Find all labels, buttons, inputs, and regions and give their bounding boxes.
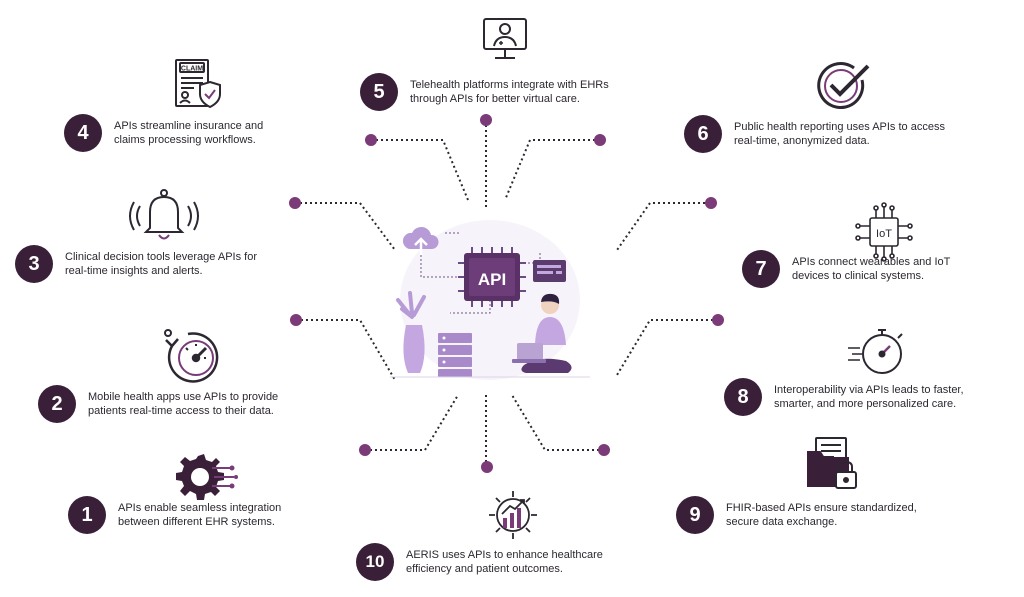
secure-folder-icon: [806, 436, 860, 497]
item-text-line: smarter, and more personalized care.: [774, 398, 957, 410]
item-5: 5 Telehealth platforms integrate with EH…: [360, 73, 609, 111]
item-text-line: efficiency and patient outcomes.: [406, 563, 563, 575]
speedometer-icon: [158, 326, 228, 389]
telehealth-monitor-icon: [480, 16, 530, 71]
item-8: 8 Interoperability via APIs leads to fas…: [724, 378, 964, 416]
gear-growth-icon: [486, 488, 540, 547]
item-text-line: Clinical decision tools leverage APIs fo…: [65, 251, 257, 263]
connector-dot: [594, 134, 606, 146]
connector-dot: [359, 444, 371, 456]
number-badge: 2: [38, 385, 76, 423]
number-badge: 1: [68, 496, 106, 534]
server-stack-icon: [438, 333, 472, 377]
item-text-line: through APIs for better virtual care.: [410, 93, 580, 105]
iot-chip-icon: IoT: [854, 202, 914, 267]
item-text-line: devices to clinical systems.: [792, 270, 925, 282]
number-badge: 3: [15, 245, 53, 283]
cloud-upload-icon: [402, 226, 439, 255]
bell-icon: [126, 188, 202, 251]
connector-dot: [598, 444, 610, 456]
number-badge: 4: [64, 114, 102, 152]
item-text-line: FHIR-based APIs ensure standardized,: [726, 502, 917, 514]
item-10: 10 AERIS uses APIs to enhance healthcare…: [356, 543, 603, 581]
svg-text:IoT: IoT: [876, 228, 892, 240]
connector-dot: [705, 197, 717, 209]
item-text-line: Interoperability via APIs leads to faste…: [774, 384, 964, 396]
connector-dot: [480, 114, 492, 126]
item-2: 2 Mobile health apps use APIs to provide…: [38, 385, 278, 423]
item-3: 3 Clinical decision tools leverage APIs …: [15, 245, 257, 283]
central-api-illustration: API: [390, 205, 590, 385]
item-text-line: Telehealth platforms integrate with EHRs: [410, 79, 609, 91]
api-chip-icon: [458, 247, 526, 307]
number-badge: 5: [360, 73, 398, 111]
number-badge: 8: [724, 378, 762, 416]
number-badge: 10: [356, 543, 394, 581]
item-text-line: AERIS uses APIs to enhance healthcare: [406, 549, 603, 561]
connector-dot: [712, 314, 724, 326]
item-text-line: real-time insights and alerts.: [65, 265, 203, 277]
connector-dot: [481, 461, 493, 473]
item-1: 1 APIs enable seamless integration betwee…: [68, 496, 281, 534]
item-text-line: real-time, anonymized data.: [734, 135, 870, 147]
api-chip-label: API: [477, 270, 507, 289]
item-text-line: between different EHR systems.: [118, 516, 275, 528]
claim-form-icon: CLAIM: [172, 58, 224, 117]
item-6: 6 Public health reporting uses APIs to a…: [684, 115, 945, 153]
item-text-line: APIs streamline insurance and: [114, 120, 264, 132]
plant-vase-icon: [396, 291, 426, 373]
fast-timer-icon: [846, 326, 908, 385]
person-laptop-icon: [512, 293, 572, 373]
connector-dot: [365, 134, 377, 146]
item-text-line: secure data exchange.: [726, 516, 838, 528]
connector-dot: [290, 314, 302, 326]
connector-dot: [289, 197, 301, 209]
item-7: 7 APIs connect wearables and IoT devices …: [742, 250, 950, 288]
item-text-line: APIs connect wearables and IoT: [792, 256, 951, 268]
number-badge: 7: [742, 250, 780, 288]
gear-circuit-icon: [172, 450, 238, 505]
item-text-line: claims processing workflows.: [114, 134, 256, 146]
item-9: 9 FHIR-based APIs ensure standardized, se…: [676, 496, 917, 534]
item-text-line: APIs enable seamless integration: [118, 502, 282, 514]
svg-text:CLAIM: CLAIM: [181, 66, 203, 73]
code-window-icon: [533, 260, 566, 282]
item-text-line: Public health reporting uses APIs to acc…: [734, 121, 945, 133]
item-text-line: patients real-time access to their data.: [88, 405, 274, 417]
check-circle-icon: [814, 58, 874, 119]
item-4: 4 APIs streamline insurance and claims pr…: [64, 114, 263, 152]
item-text-line: Mobile health apps use APIs to provide: [88, 391, 279, 403]
number-badge: 9: [676, 496, 714, 534]
number-badge: 6: [684, 115, 722, 153]
